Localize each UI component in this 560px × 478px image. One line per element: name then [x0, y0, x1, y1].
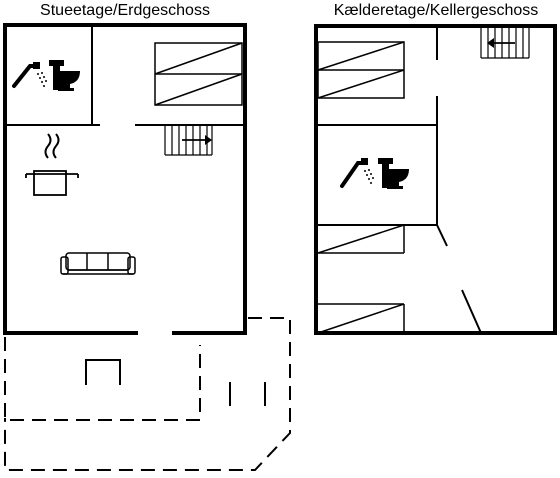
toilet-icon	[378, 158, 409, 189]
basement-outer-walls	[314, 24, 557, 335]
basement-staircase-middle	[317, 224, 405, 254]
ground-floor-staircase-upper	[154, 42, 243, 106]
terrace-steps	[229, 382, 266, 406]
shower-icon	[340, 158, 374, 188]
stairs-icon	[480, 28, 530, 59]
toilet-icon	[49, 60, 80, 91]
cooking-pot-icon	[25, 133, 79, 196]
ground-floor-outer-walls	[3, 23, 247, 335]
sofa-icon	[60, 252, 136, 275]
basement-staircase-lower	[317, 303, 405, 334]
stairs-icon	[164, 126, 213, 156]
basement-floor-plan	[314, 24, 557, 335]
table-icon	[85, 359, 121, 385]
ground-floor-interior-walls	[5, 25, 245, 126]
ground-floor-title: Stueetage/Erdgeschoss	[40, 2, 210, 19]
terrace-outline	[4, 317, 291, 471]
ground-floor-plan	[3, 23, 247, 335]
shower-icon	[12, 62, 47, 88]
basement-floor-title: Kælderetage/Kellergeschoss	[333, 2, 539, 19]
basement-interior-walls	[316, 26, 482, 334]
basement-staircase-upper	[317, 41, 405, 99]
